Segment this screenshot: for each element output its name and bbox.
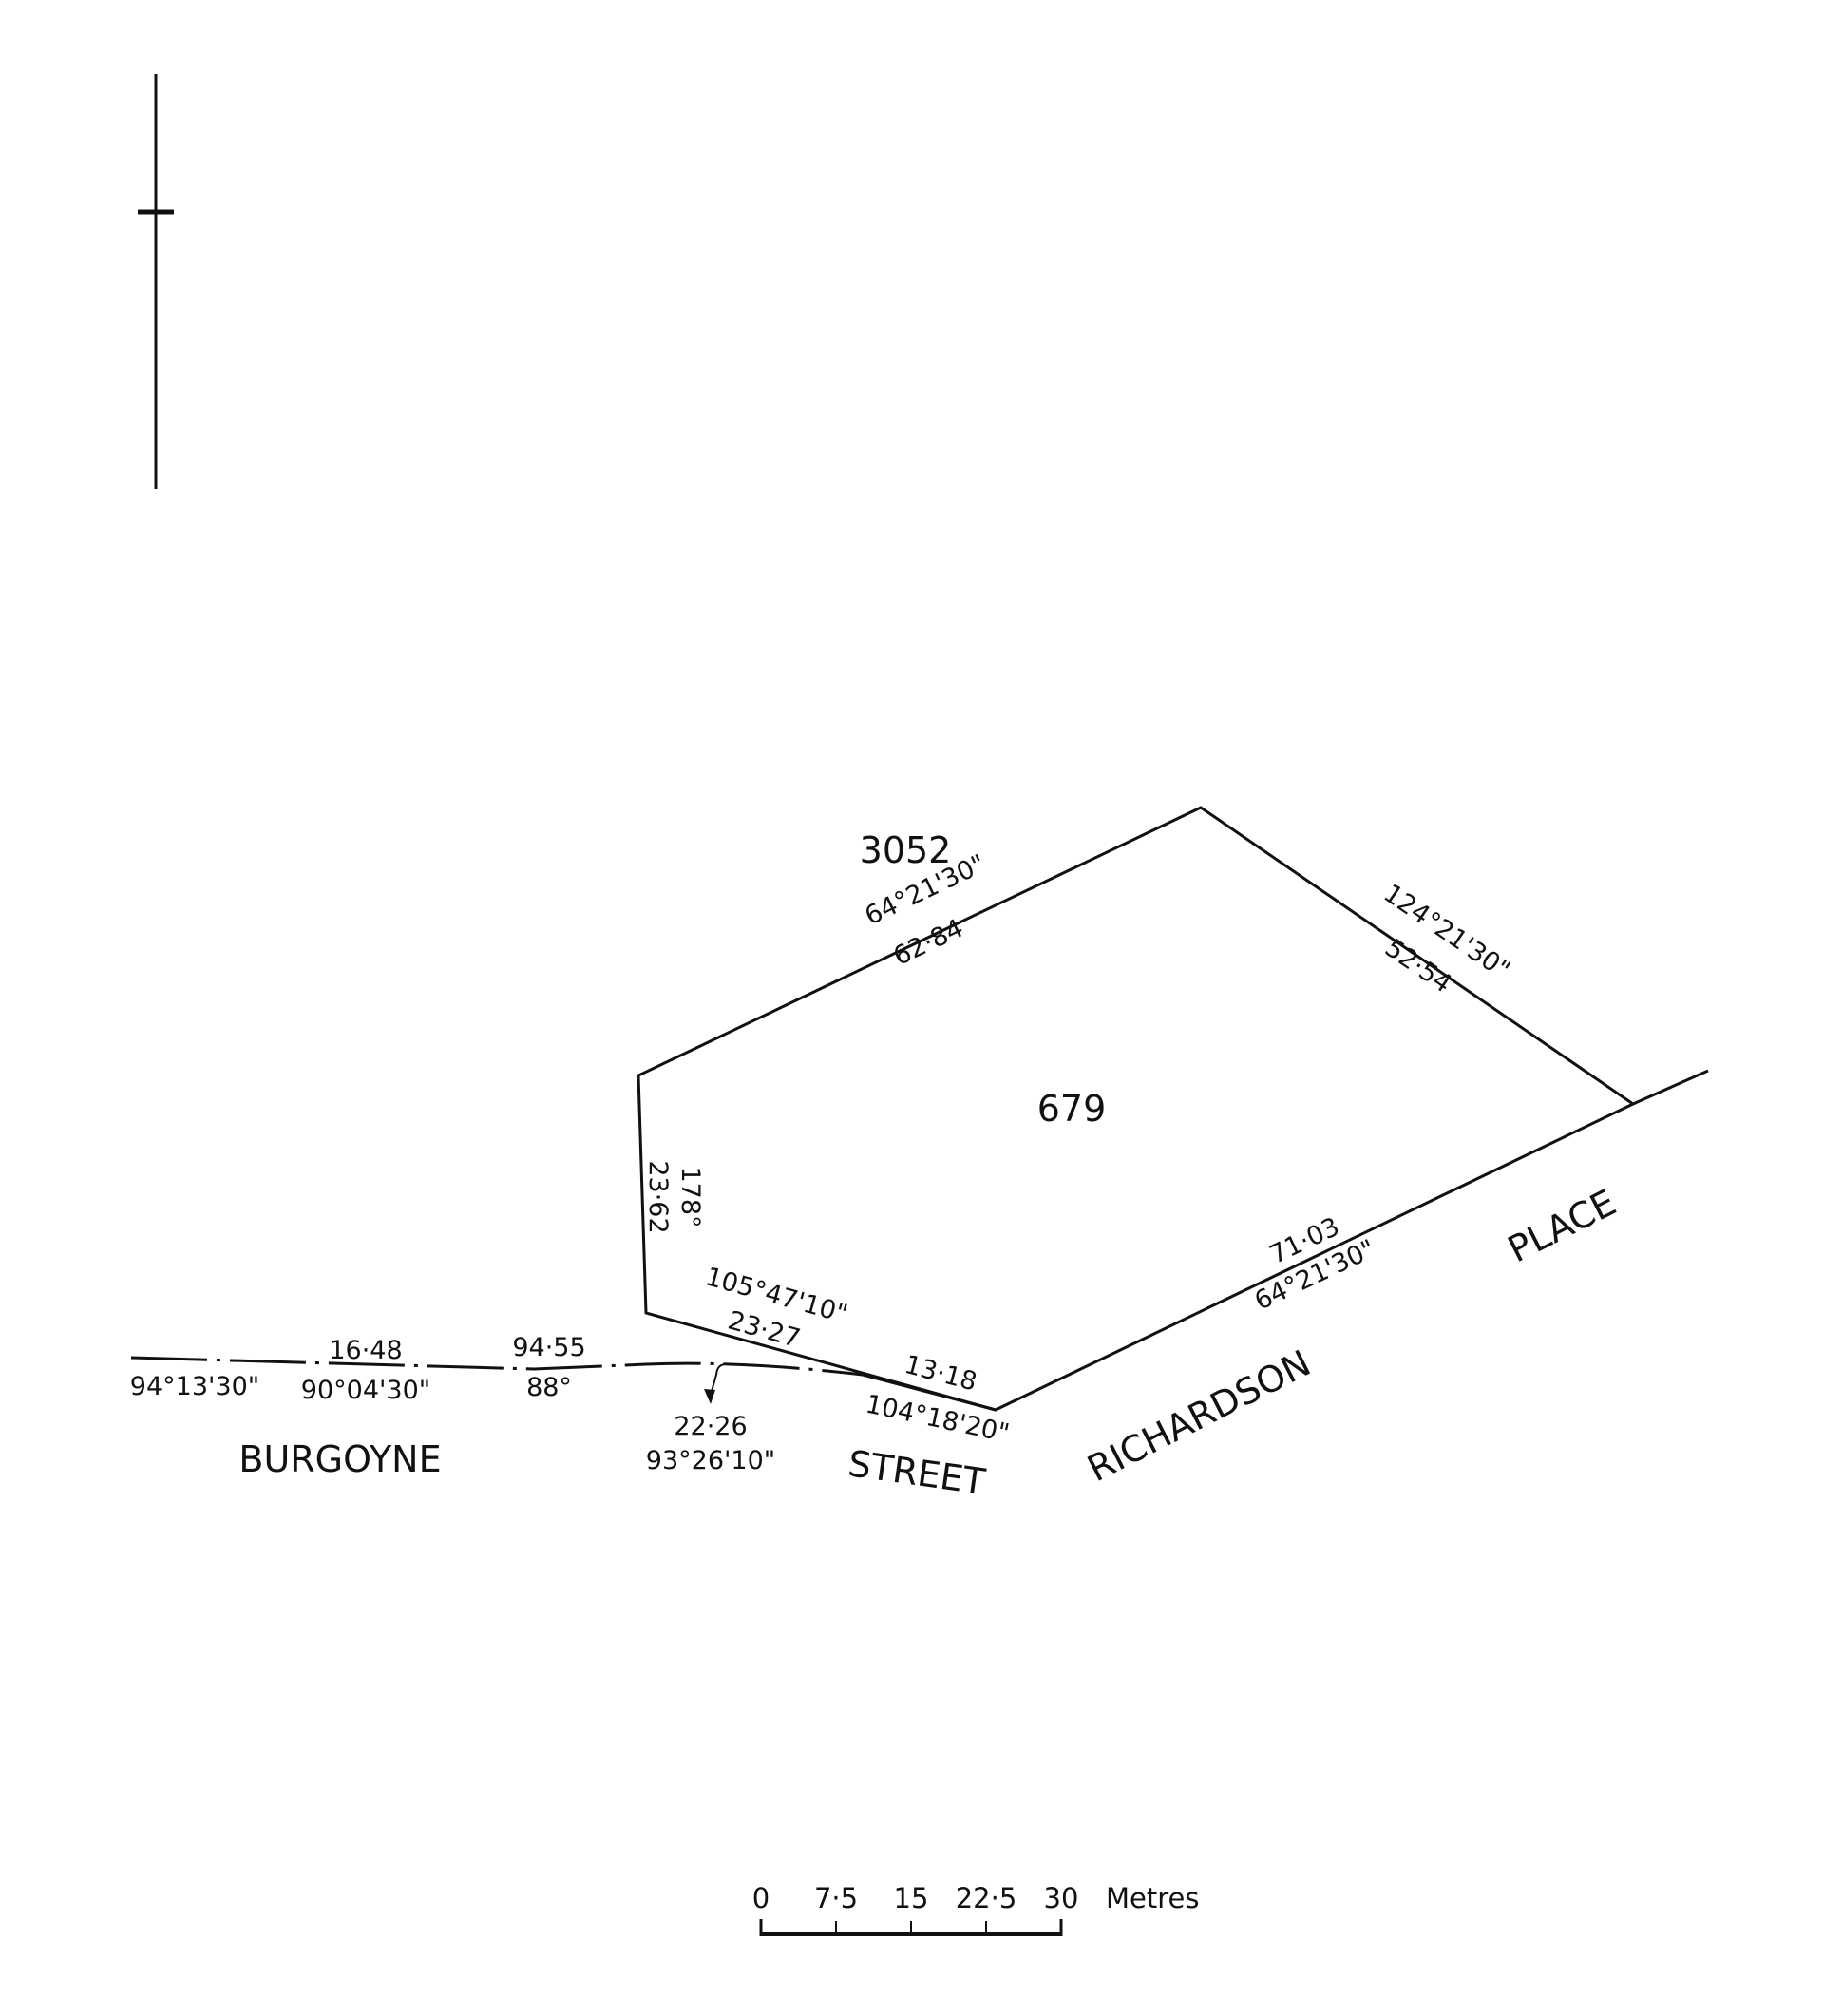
south-boundary-bearing: 104°18'20" (863, 1390, 1012, 1449)
scale-tick-label: 7·5 (814, 1882, 858, 1914)
west-boundary-bearing: 178° (675, 1166, 705, 1227)
street-name-richardson: RICHARDSON (1081, 1342, 1318, 1491)
north-arrow-icon (138, 74, 174, 489)
burgoyne-seg4-distance: 22·26 (674, 1412, 747, 1441)
burgoyne-seg3-bearing: 88° (526, 1373, 572, 1402)
street-name-place: PLACE (1501, 1181, 1623, 1270)
south-boundary-distance: 13·18 (902, 1350, 980, 1398)
burgoyne-seg2-distance: 16·48 (329, 1336, 402, 1365)
scale-bar: 0 7·5 15 22·5 30 Metres (752, 1882, 1199, 1936)
parcel-number: 679 (1037, 1088, 1107, 1130)
street-name-street: STREET (846, 1442, 988, 1503)
adjoining-parcel-number: 3052 (860, 829, 952, 871)
burgoyne-seg4-bearing: 93°26'10" (646, 1446, 775, 1475)
burgoyne-seg2-bearing: 90°04'30" (301, 1376, 430, 1405)
scale-tick-label: 15 (894, 1882, 929, 1914)
richardson-place-frontage-line (1632, 1069, 1709, 1106)
burgoyne-street-boundary (130, 1356, 997, 1412)
arc-pointer-arrow-icon (704, 1362, 731, 1404)
street-name-burgoyne: BURGOYNE (238, 1438, 441, 1480)
west-boundary-distance: 23·62 (643, 1160, 673, 1233)
parcel-679-boundary (636, 806, 1636, 1412)
scale-tick-label: 0 (752, 1882, 770, 1914)
burgoyne-seg3-distance: 94·55 (512, 1333, 585, 1362)
scale-unit-label: Metres (1106, 1882, 1199, 1914)
scale-tick-label: 30 (1044, 1882, 1079, 1914)
burgoyne-seg1-bearing: 94°13'30" (130, 1372, 259, 1401)
scale-tick-label: 22·5 (956, 1882, 1017, 1914)
nw-boundary-distance: 62·84 (889, 914, 968, 972)
